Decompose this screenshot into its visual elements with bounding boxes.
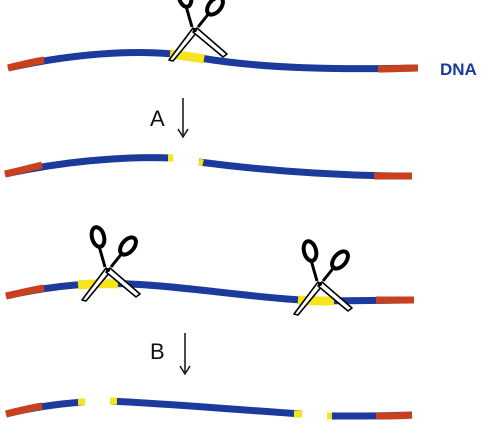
- strand-top-right-end: [377, 64, 419, 73]
- fragment-b-left-end: [5, 402, 43, 418]
- dna-fragments-a: [4, 154, 413, 180]
- strand-top-left-end: [7, 56, 45, 72]
- strand-top-body: [7, 49, 419, 73]
- fragment-b-right-end: [375, 411, 413, 420]
- dna-strand-middle: [5, 279, 415, 306]
- down-arrow-icon: [177, 98, 189, 139]
- step-b-label: B: [150, 339, 165, 364]
- dna-fragments-b: [5, 397, 413, 420]
- fragment-a-right-cut: [198, 158, 204, 167]
- step-a-label: A: [150, 106, 165, 131]
- scissors-icon: [167, 0, 229, 63]
- strand-middle-left-end: [5, 284, 45, 300]
- fragment-b-middle: [109, 397, 303, 418]
- scissors-icon: [80, 223, 142, 303]
- down-arrow-icon: [179, 333, 191, 376]
- cut-site-middle-right: [297, 295, 335, 306]
- fragment-a-left-end: [4, 161, 43, 178]
- dna-label: DNA: [440, 60, 477, 79]
- strand-middle-body: [5, 280, 415, 305]
- dna-strand-top: [7, 49, 419, 73]
